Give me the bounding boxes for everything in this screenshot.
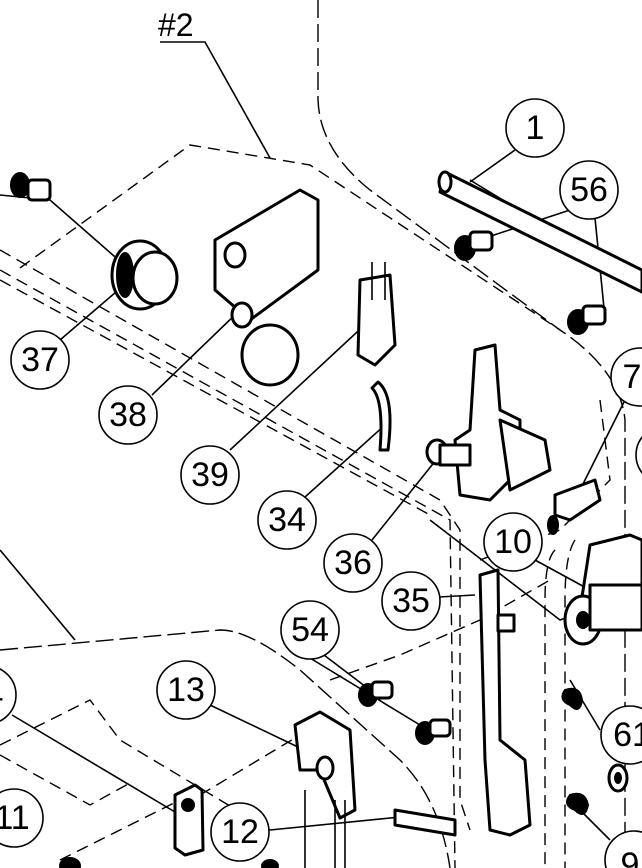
parts: [10, 170, 642, 868]
svg-text:9: 9: [621, 846, 640, 868]
svg-text:13: 13: [167, 671, 205, 709]
callout-39: 39: [180, 445, 240, 505]
callout-54: 54: [280, 600, 340, 660]
plate-part-11: [173, 783, 205, 857]
callout-partial: [635, 436, 642, 474]
shaft-part-1: [437, 170, 642, 294]
link-bar-part-35: [478, 568, 532, 837]
callout-38: 38: [98, 385, 158, 445]
group-label: #2: [158, 7, 194, 43]
switch-part-39: [356, 262, 397, 367]
callout-4: 4: [0, 668, 17, 722]
callout-11: 11: [0, 788, 44, 848]
screw-part-54b: [415, 718, 452, 745]
cam-part-10: [563, 533, 642, 646]
svg-text:1: 1: [526, 109, 545, 147]
callout-36: 36: [323, 533, 383, 593]
svg-text:7: 7: [623, 358, 642, 396]
e-ring-part-61: [561, 687, 584, 710]
solenoid-part-7: [547, 478, 602, 535]
svg-text:4: 4: [0, 676, 3, 714]
spring-clip-part-34: [370, 380, 392, 452]
bracket-part-38: [213, 188, 320, 387]
svg-text:34: 34: [268, 501, 306, 539]
callout-35: 35: [381, 571, 441, 631]
callout-37: 37: [10, 330, 70, 390]
screw-part-56b: [567, 304, 607, 335]
callout-9: 9: [604, 830, 642, 868]
callout-61: 61: [600, 705, 642, 765]
svg-text:38: 38: [109, 396, 147, 434]
callout-56: 56: [559, 160, 619, 220]
svg-text:54: 54: [291, 611, 329, 649]
bracket-part-13: [293, 710, 357, 868]
callout-1: 1: [505, 98, 565, 158]
svg-text:39: 39: [191, 456, 229, 494]
callout-34: 34: [257, 490, 317, 550]
screw-part: [10, 172, 52, 202]
screw-part-bottom: [59, 857, 279, 868]
svg-text:10: 10: [494, 523, 532, 561]
callout-7: 7: [610, 347, 642, 407]
washer-part: [607, 763, 629, 793]
screw-part-56a: [454, 230, 494, 261]
callout-12: 12: [210, 802, 270, 862]
svg-text:11: 11: [0, 799, 30, 837]
pin-part-12: [393, 808, 457, 837]
svg-text:37: 37: [21, 341, 59, 379]
gear-bushing-part-37: [110, 239, 179, 311]
svg-text:12: 12: [221, 813, 259, 851]
e-ring-part-9: [565, 792, 590, 815]
callout-10: 10: [483, 512, 543, 572]
svg-text:35: 35: [392, 582, 430, 620]
assembly-boundary-line-lower: [0, 629, 451, 868]
svg-text:61: 61: [613, 716, 642, 754]
callout-13: 13: [156, 660, 216, 720]
lever-assembly-part-36: [425, 343, 552, 502]
svg-text:36: 36: [334, 544, 372, 582]
screw-part-54a: [358, 680, 394, 707]
svg-text:56: 56: [570, 171, 608, 209]
